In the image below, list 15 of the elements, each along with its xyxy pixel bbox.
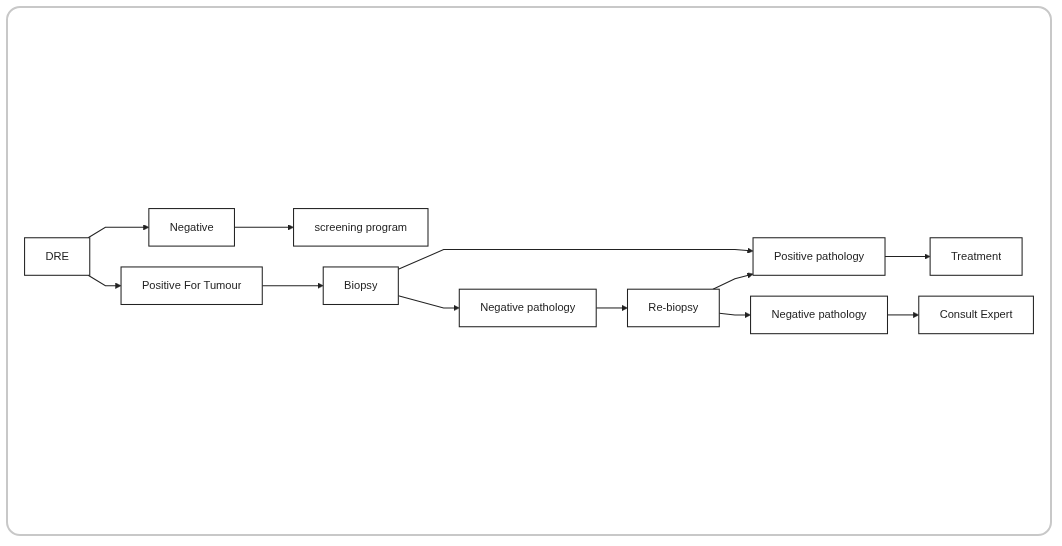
node-box	[458, 288, 597, 328]
arrow	[712, 272, 754, 290]
node-box	[120, 266, 263, 305]
node-box	[24, 237, 91, 276]
node-box	[626, 288, 720, 328]
arrow	[397, 247, 754, 270]
arrow	[87, 274, 122, 289]
node-box	[929, 237, 1023, 276]
node-box	[293, 207, 429, 247]
node-box	[322, 266, 399, 305]
frame-border: DRE Negative screening program Positive For Tumour Biopsy Positive pathology Treatment Negative pathology Re-biopsy Negative pathology Consult Expert	[6, 6, 1052, 536]
node-box	[148, 207, 235, 247]
node-box	[752, 237, 886, 276]
node-box	[750, 295, 888, 335]
node-box	[918, 295, 1034, 335]
